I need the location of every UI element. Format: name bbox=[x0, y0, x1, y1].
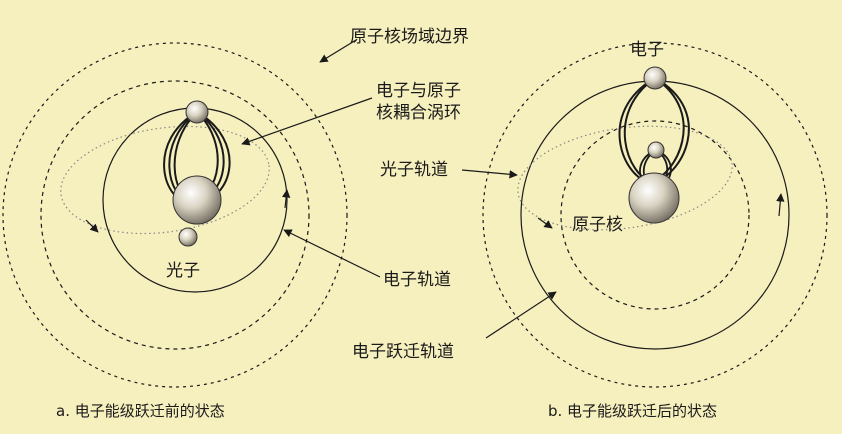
transition-orbit-circle-a bbox=[40, 80, 310, 350]
inner-orbit-circle-b bbox=[560, 120, 750, 310]
photon-orbit-arrow-a bbox=[85, 219, 99, 233]
photon-orbit-ellipse-b bbox=[517, 125, 733, 231]
photon-orbit-leader bbox=[461, 169, 518, 179]
vortex-label-line2: 核耦合涡环 bbox=[376, 103, 461, 123]
photon-orbit-arrow-b bbox=[537, 217, 553, 229]
electron-orbit-arrow-b bbox=[776, 193, 785, 217]
field-boundary-leader bbox=[319, 39, 357, 63]
transition-orbit-leader bbox=[485, 291, 557, 339]
vortex-label-line1: 电子与原子 bbox=[376, 81, 461, 101]
photon-b bbox=[647, 141, 665, 159]
nucleus-a bbox=[172, 175, 222, 225]
caption-a: a. 电子能级跃迁前的状态 bbox=[56, 402, 225, 420]
electron-orbit-leader bbox=[283, 229, 381, 278]
vortex-leader bbox=[241, 97, 373, 146]
diagram-b: 电子 原子核 b. 电子能级跃迁后的状态 bbox=[482, 40, 828, 420]
field-boundary-circle-b bbox=[482, 42, 828, 388]
vortex-ring-b bbox=[618, 77, 690, 185]
photon-orbit-ellipse-a bbox=[60, 125, 270, 235]
electron-b bbox=[643, 66, 667, 90]
photon-a bbox=[178, 227, 198, 247]
electron-orbit-label: 电子轨道 bbox=[383, 270, 451, 290]
transition-orbit-label: 电子跃迁轨道 bbox=[352, 342, 454, 362]
electron-orbit-arrow-a bbox=[281, 189, 291, 209]
electron-label: 电子 bbox=[630, 40, 664, 60]
electron-a bbox=[185, 100, 209, 124]
nucleus-label: 原子核 bbox=[572, 215, 623, 235]
field-boundary-circle-a bbox=[2, 42, 348, 388]
field-boundary-label: 原子核场域边界 bbox=[350, 27, 469, 47]
diagram-a: 光子 a. 电子能级跃迁前的状态 bbox=[2, 42, 348, 420]
caption-b: b. 电子能级跃迁后的状态 bbox=[548, 402, 717, 420]
annotations: 原子核场域边界 电子与原子 核耦合涡环 光子轨道 电子轨道 电子跃迁轨道 bbox=[241, 27, 557, 362]
photon-label: 光子 bbox=[166, 261, 200, 281]
photon-orbit-label: 光子轨道 bbox=[380, 160, 448, 180]
nucleus-b bbox=[628, 172, 680, 224]
